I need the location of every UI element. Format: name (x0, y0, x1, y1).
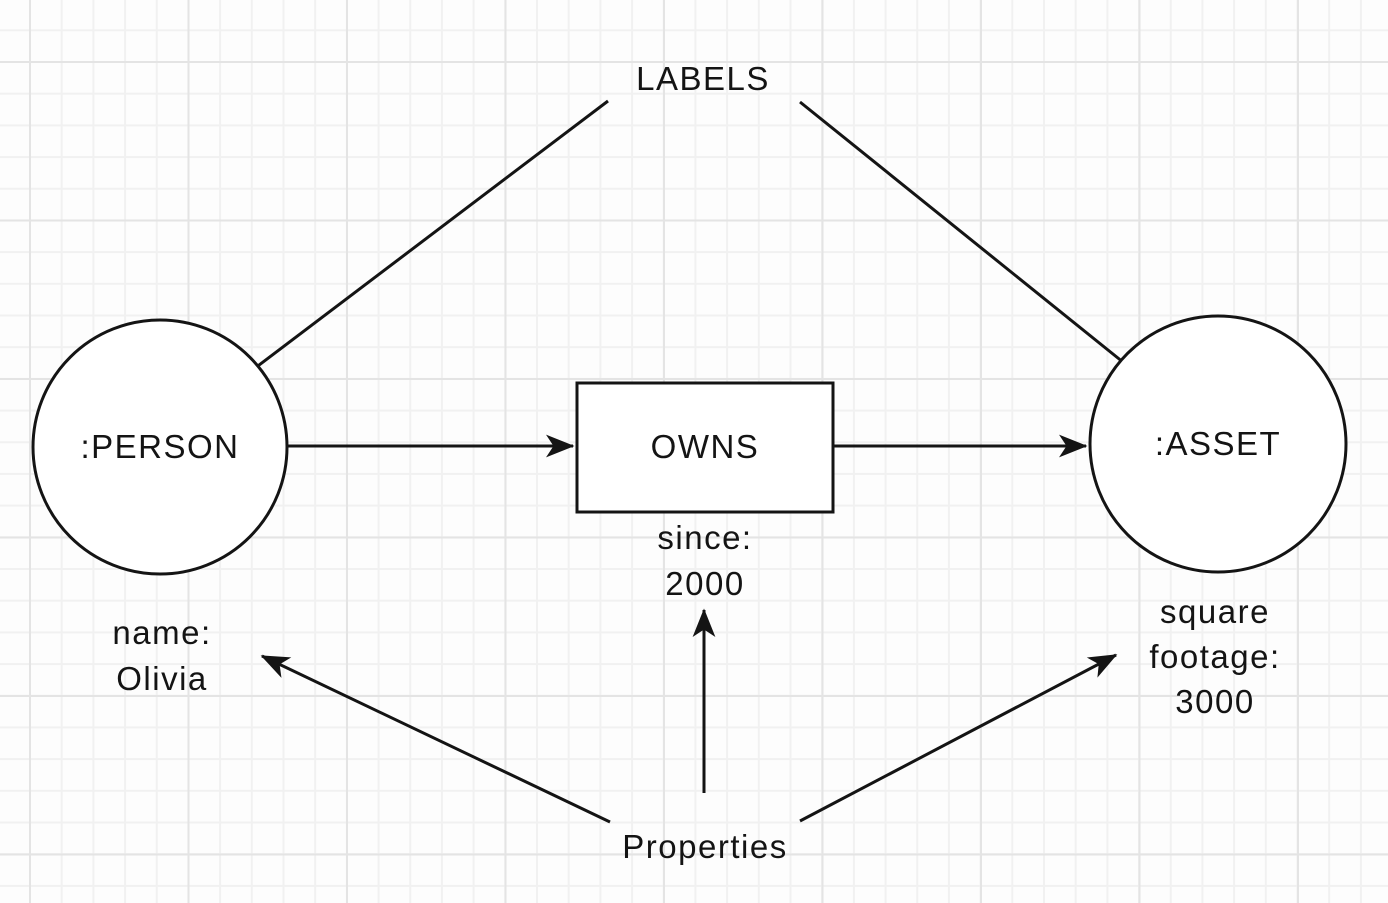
properties-to-person-property-arrow (260, 654, 611, 824)
asset-property-line-1: square (1160, 593, 1270, 630)
labels-to-person-arrow (195, 99, 609, 414)
asset-property-line-3: 3000 (1175, 683, 1254, 720)
owns-relationship-box (575, 381, 835, 514)
asset-node-label: :ASSET (1155, 425, 1281, 462)
asset-node-circle (1088, 314, 1348, 574)
properties-to-asset-property-arrow (799, 653, 1118, 823)
owns-property-line-1: since: (657, 519, 752, 556)
person-node-label: :PERSON (80, 428, 239, 465)
properties-annotation: Properties (622, 828, 787, 865)
person-node-circle (31, 318, 289, 576)
labels-annotation: LABELS (636, 60, 770, 97)
person-property-line-1: name: (112, 614, 211, 651)
owns-property-line-2: 2000 (665, 565, 744, 602)
labels-to-asset-arrow (799, 100, 1182, 410)
owns-relationship-label: OWNS (651, 428, 760, 465)
asset-property-line-2: footage: (1149, 638, 1280, 675)
person-property-line-2: Olivia (116, 660, 208, 697)
